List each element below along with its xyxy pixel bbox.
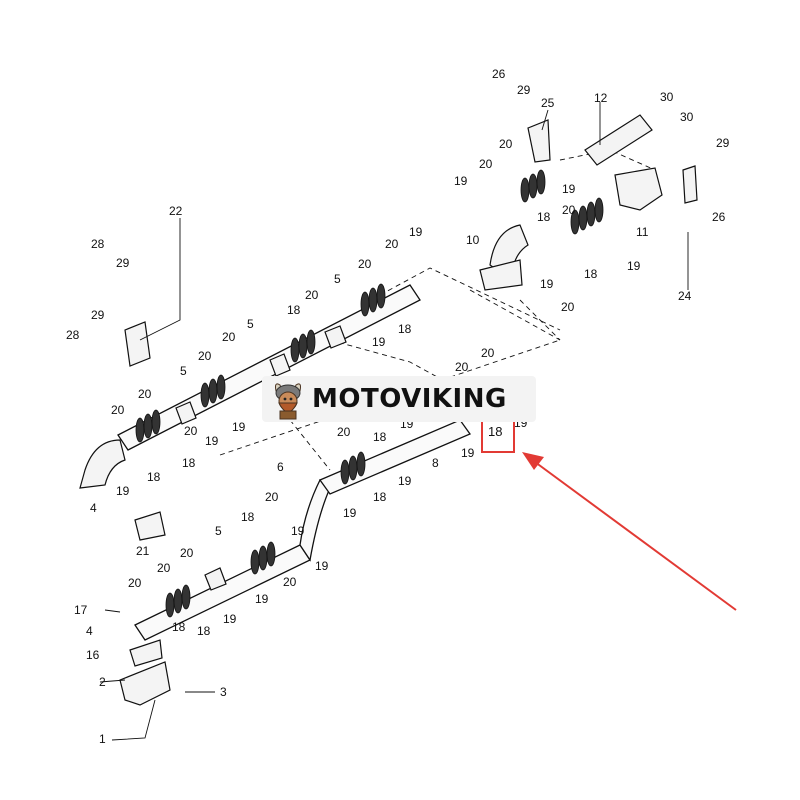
upper-right-assembly [124,114,698,541]
part-number: 20 [481,346,495,360]
part-number: 18 [197,624,211,638]
brand-name: MOTOVIKING [312,384,507,414]
part-number: 11 [636,225,649,239]
highlight-callout-box [481,419,515,453]
part-number: 10 [466,233,480,247]
part-number: 19 [454,174,468,188]
part-number: 26 [712,210,726,224]
part-number: 19 [372,335,386,349]
part-number: 2 [99,675,106,689]
part-number: 5 [334,272,341,286]
part-number: 25 [541,96,555,110]
lower-pipe-run [119,419,471,706]
part-number: 19 [409,225,423,239]
part-number: 20 [265,490,279,504]
part-number: 19 [232,420,246,434]
part-number: 18 [373,490,387,504]
part-number: 16 [86,648,100,662]
bellows-rings [135,169,604,618]
part-number: 19 [540,277,554,291]
part-number: 24 [678,289,692,303]
part-number: 19 [461,446,475,460]
part-number: 6 [277,460,284,474]
part-number: 18 [398,322,412,336]
part-number: 29 [517,83,531,97]
part-number: 19 [398,474,412,488]
part-number: 20 [222,330,236,344]
part-number: 20 [562,203,576,217]
part-number: 19 [562,182,576,196]
part-number-labels: 26 29 25 12 30 30 29 26 20 20 19 18 19 2… [66,67,730,746]
part-number: 3 [220,685,227,699]
part-number: 21 [136,544,150,558]
part-number: 19 [343,506,357,520]
part-number: 20 [128,576,142,590]
red-pointer-arrow-icon [522,452,737,611]
part-number: 28 [91,237,105,251]
part-number: 18 [584,267,598,281]
part-number: 20 [479,157,493,171]
part-number: 5 [180,364,187,378]
part-number: 20 [561,300,575,314]
part-number: 30 [680,110,694,124]
part-number: 19 [255,592,269,606]
part-number: 18 [287,303,301,317]
part-number: 22 [169,204,183,218]
part-number: 4 [86,624,93,638]
part-number: 18 [241,510,255,524]
part-number: 19 [116,484,130,498]
part-number: 18 [147,470,161,484]
part-number: 20 [499,137,513,151]
callout-part-number: 18 [488,424,503,439]
part-number: 29 [716,136,730,150]
part-number: 30 [660,90,674,104]
leader-lines [99,102,689,741]
part-number: 19 [205,434,219,448]
part-number: 20 [111,403,125,417]
part-number: 20 [138,387,152,401]
part-number: 20 [385,237,399,251]
part-number: 19 [291,524,305,538]
part-number: 29 [91,308,105,322]
part-number: 20 [358,257,372,271]
part-number: 20 [157,561,171,575]
assembly-guide-lines [219,149,656,471]
part-number: 20 [455,360,469,374]
part-number: 19 [627,259,641,273]
part-number: 5 [247,317,254,331]
watermark-banner: MOTOVIKING [262,376,536,422]
part-number: 1 [99,732,106,746]
viking-mascot-icon [275,383,301,420]
part-number: 29 [116,256,130,270]
part-number: 20 [283,575,297,589]
part-number: 18 [172,620,186,634]
part-number: 18 [537,210,551,224]
part-number: 20 [337,425,351,439]
part-number: 19 [315,559,329,573]
part-number: 20 [184,424,198,438]
part-number: 20 [198,349,212,363]
part-number: 26 [492,67,506,81]
part-number: 18 [373,430,387,444]
part-number: 12 [594,91,608,105]
part-number: 19 [223,612,237,626]
part-number: 28 [66,328,80,342]
part-number: 20 [305,288,319,302]
part-number: 4 [90,501,97,515]
part-number: 18 [182,456,196,470]
part-number: 17 [74,603,88,617]
part-number: 8 [432,456,439,470]
part-number: 20 [180,546,194,560]
part-number: 5 [215,524,222,538]
